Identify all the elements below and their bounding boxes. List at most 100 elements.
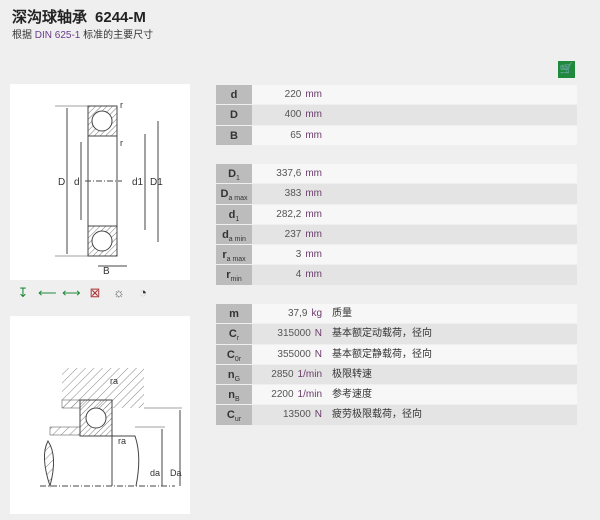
- label-da: da: [150, 468, 160, 478]
- symbol-cell: d: [216, 85, 252, 106]
- title-text: 深沟球轴承: [12, 9, 88, 26]
- symbol: C: [228, 328, 237, 341]
- symbol: D: [230, 109, 238, 122]
- label-d: d: [74, 177, 80, 188]
- symbol-cell: ra max: [216, 245, 252, 266]
- value: 282,2: [276, 208, 302, 220]
- axial-load-icon: ⟵: [38, 285, 57, 300]
- description: [326, 105, 577, 126]
- label-r-top: r: [120, 100, 123, 110]
- unit: N: [314, 328, 322, 340]
- symbol-subscript: a max: [226, 256, 246, 264]
- description: [326, 164, 577, 185]
- symbol-cell: D1: [216, 164, 252, 185]
- description: [326, 204, 577, 225]
- symbol-subscript: B: [235, 396, 240, 404]
- description: 疲劳极限载荷，径向: [326, 405, 577, 426]
- speed-icon: ☼: [113, 285, 125, 300]
- description: [326, 245, 577, 266]
- unit: 1/min: [297, 368, 322, 380]
- value: 220: [284, 89, 302, 100]
- value: 3: [295, 249, 302, 261]
- symbol: D: [228, 168, 237, 180]
- label-ra-top: ra: [110, 376, 118, 386]
- symbol: n: [227, 368, 235, 381]
- unit: mm: [305, 228, 322, 240]
- subtitle-suffix: 标准的主要尺寸: [83, 30, 154, 41]
- unit: mm: [305, 249, 322, 261]
- symbol: d: [228, 208, 236, 221]
- symbol: B: [230, 129, 238, 142]
- value: 4: [295, 269, 302, 281]
- label-D: D: [58, 177, 65, 188]
- description: [326, 184, 577, 205]
- mounting-dimension-drawing: ra ra da Da: [10, 316, 190, 514]
- radial-load-icon: ↧: [17, 285, 29, 300]
- unit: mm: [305, 269, 322, 281]
- description: [326, 265, 577, 286]
- bidirectional-axial-load-icon: ⟷: [62, 285, 81, 300]
- symbol-subscript: min: [230, 276, 242, 284]
- shopping-cart-icon[interactable]: 🛒: [558, 61, 575, 78]
- symbol: r: [226, 269, 231, 282]
- symbol-cell: Cur: [216, 405, 252, 426]
- unit: mm: [305, 208, 322, 220]
- din-link[interactable]: DIN 625-1: [34, 30, 81, 41]
- not-separable-icon: ⊠: [89, 285, 101, 300]
- symbol-subscript: 0r: [234, 355, 242, 363]
- product-code: 6244-M: [95, 9, 146, 26]
- unit: kg: [311, 308, 322, 319]
- label-Da: Da: [170, 468, 182, 478]
- label-d1: d1: [132, 177, 144, 188]
- symbol-cell: C0r: [216, 344, 252, 365]
- value: 400: [284, 109, 302, 121]
- label-r-inner: r: [120, 138, 123, 148]
- description: 参考速度: [326, 385, 577, 406]
- symbol-cell: m: [216, 304, 252, 325]
- property-icons: ↧ ⟵ ⟷ ⊠ ☼ ◔: [14, 284, 152, 302]
- symbol: n: [228, 389, 236, 402]
- page-title: 深沟球轴承 6244-M: [12, 6, 146, 27]
- value: 315000: [277, 328, 311, 340]
- symbol-subscript: 1: [236, 175, 240, 183]
- symbol: r: [222, 249, 227, 262]
- value: 2200: [271, 389, 294, 401]
- symbol-cell: nB: [216, 385, 252, 406]
- symbol-subscript: G: [234, 376, 241, 384]
- symbol-subscript: r: [236, 335, 240, 343]
- symbol-cell: da min: [216, 224, 252, 246]
- unit: 1/min: [297, 389, 322, 401]
- unit: N: [314, 348, 322, 360]
- label-B: B: [103, 266, 110, 277]
- symbol-subscript: 1: [235, 215, 240, 223]
- unit: N: [314, 409, 322, 421]
- description: [326, 125, 577, 146]
- description: [326, 85, 577, 106]
- symbol-subscript: a max: [228, 195, 248, 203]
- unit: mm: [305, 129, 322, 141]
- description: 基本额定动载荷，径向: [326, 324, 577, 345]
- value: 65: [290, 129, 302, 141]
